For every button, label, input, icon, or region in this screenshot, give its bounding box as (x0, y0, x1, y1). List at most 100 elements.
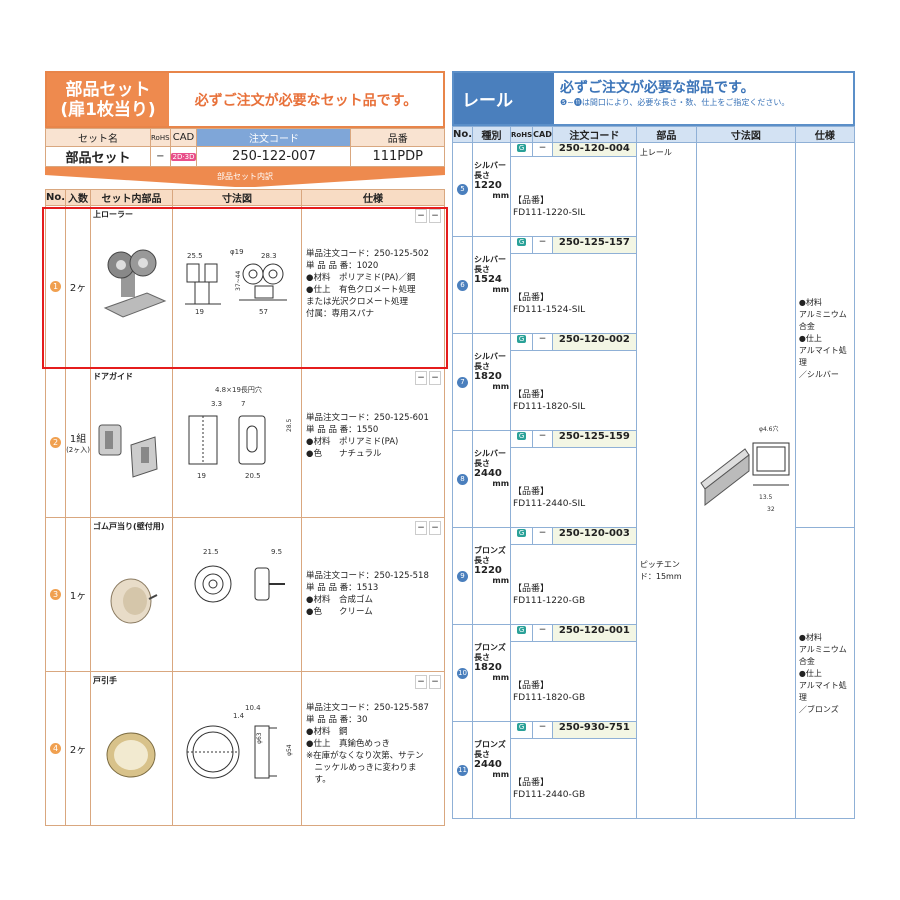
part-cell: 戸引手 (90, 671, 174, 826)
rohs-cell[interactable]: G (510, 236, 534, 254)
contents-label: 部品セット内訳 (217, 172, 273, 181)
table-row-detail: 【品番】FD111-1220-SIL (453, 156, 855, 237)
partnum-cell: 【品番】FD111-1820-SIL (510, 350, 637, 431)
badge-line-2: (扉1枚当り) (60, 100, 156, 120)
spec-line: アルミニウム合金 (798, 645, 847, 666)
set-order-code: 250-122-007 (196, 146, 352, 167)
partnum-value: FD111-1220-SIL (513, 208, 586, 218)
door-guide-drawing: 4.8×19長円穴 3.3 7 28.5 19 20.5 (188, 385, 293, 480)
cad-g-icon[interactable]: G (516, 626, 527, 634)
dim-label: 3.3 (211, 400, 222, 408)
kind-length-label: 長さ (474, 459, 491, 468)
cad-g-icon[interactable]: G (516, 529, 527, 537)
th-cad: CAD (532, 126, 553, 143)
kind-length: 1820 (474, 371, 502, 382)
parts-table: No. 入数 セット内部品 寸法図 仕様 1 2ヶ 上ローラー (44, 189, 445, 826)
dim-label: 28.5 (286, 418, 293, 432)
spec-cell: −− 単品注文コード：250-125-601 単 品 品 番：1550 ●材料 … (301, 367, 445, 518)
partnum-value: FD111-1220-GB (513, 596, 586, 606)
table-row: 2 1組(2ヶ入) ドアガイド 4.8×19長円穴 3.3 7 (44, 367, 445, 518)
dimension-drawing: φ4.6穴26.313.532 (695, 142, 809, 819)
spec-line: ●色 クリーム (306, 607, 373, 617)
rubber-stopper-image (110, 578, 158, 624)
partnum-label: 【品番】 (513, 778, 550, 788)
part-cell: 上ローラー (90, 205, 174, 368)
rohs-cell[interactable]: G (510, 624, 534, 642)
qty-sub: (2ヶ入) (66, 446, 90, 454)
rohs-cell[interactable]: G (510, 333, 534, 351)
row-no: 9 (451, 527, 474, 625)
rohs-cell[interactable]: G (510, 527, 534, 545)
cad-g-icon[interactable]: G (516, 432, 527, 440)
kind-length: 2440 (474, 759, 502, 770)
kind-unit: mm (492, 285, 510, 294)
dash-mark: − (415, 209, 427, 223)
dim-label: 9.5 (271, 548, 282, 556)
dim-label: 32 (767, 506, 775, 513)
set-name: 部品セット (45, 146, 151, 167)
dim-label: φ4.6穴 (759, 425, 779, 433)
kind-length: 1220 (474, 565, 502, 576)
rohs-cell[interactable]: G (510, 142, 534, 157)
parts-set-panel: 部品セット (扉1枚当り) 必ずご注文が必要なセット品です。 セット名 RoHS… (44, 71, 445, 826)
qty-value: 1組 (69, 434, 87, 445)
th-dim: 寸法図 (172, 189, 303, 206)
number-badge: 4 (50, 743, 62, 754)
set-rohs: − (150, 146, 171, 167)
th-rohs: RoHS (150, 128, 171, 147)
row-no: 1 (44, 205, 67, 368)
dimension-drawing: 10.4 1.4 φ63 φ54 (172, 671, 303, 826)
number-badge: 2 (50, 437, 62, 448)
spec-line: ／シルバー (798, 370, 839, 379)
dash-marks: −− (413, 371, 441, 385)
cad-cell: − (532, 142, 553, 157)
cad-g-icon[interactable]: G (516, 238, 527, 246)
cad-2d3d-icon[interactable]: 2D·3D (170, 153, 197, 161)
part-name: 上ローラー (93, 210, 134, 219)
dim-label: 37~44 (235, 271, 242, 291)
partnum-cell: 【品番】FD111-1220-SIL (510, 156, 637, 237)
spec-cell: ●材料アルミニウム合金●仕上アルマイト処理／ブロンズ (794, 527, 856, 819)
kind-color: ブロンズ (474, 643, 506, 652)
roller-image (103, 249, 167, 318)
table-row-detail: 【品番】FD111-2440-SIL (453, 447, 855, 528)
rohs-cell[interactable]: G (510, 721, 534, 739)
spec-line: 単 品 品 番：1020 (306, 261, 379, 271)
cad-g-icon[interactable]: G (516, 144, 527, 152)
kind-unit: mm (492, 479, 510, 488)
rohs-cell[interactable]: G (510, 430, 534, 448)
rail-panel: レール 必ずご注文が必要な部品です。 ❺~⓫は間口により、必要な長さ・数、仕上を… (451, 71, 856, 819)
spec-cell: −− 単品注文コード：250-125-502 単 品 品 番：1020 ●材料 … (301, 205, 445, 368)
part-cell: 上レールピッチエンド：15mm (635, 142, 697, 819)
dimension-drawing: 21.5 9.5 (172, 517, 303, 672)
kind-length-label: 長さ (474, 362, 491, 371)
dim-label: φ63 (256, 732, 263, 744)
set-cad[interactable]: 2D·3D (169, 146, 198, 167)
spec-line: ／ブロンズ (798, 705, 839, 714)
cad-g-icon[interactable]: G (516, 723, 527, 731)
partnum-label: 【品番】 (513, 681, 550, 691)
th-spec: 仕様 (794, 126, 856, 143)
spec-line: ●材料 ポリアミド(PA)／鋼 (306, 273, 416, 283)
order-code: 250-120-003 (551, 527, 637, 545)
qty-value: 2ヶ (69, 745, 87, 756)
cad-g-icon[interactable]: G (516, 335, 527, 343)
dash-mark: − (415, 521, 427, 535)
th-no: No. (451, 126, 474, 143)
part-name: ゴム戸当り(壁付用) (93, 522, 165, 531)
th-rohs: RoHS (510, 126, 534, 143)
badge-line-1: 部品セット (65, 80, 151, 100)
part-name: 戸引手 (93, 676, 118, 685)
kind-length: 1220 (474, 180, 502, 191)
number-badge: 11 (457, 764, 469, 776)
partnum-cell: 【品番】FD111-2440-GB (510, 738, 637, 819)
row-no: 3 (44, 517, 67, 672)
